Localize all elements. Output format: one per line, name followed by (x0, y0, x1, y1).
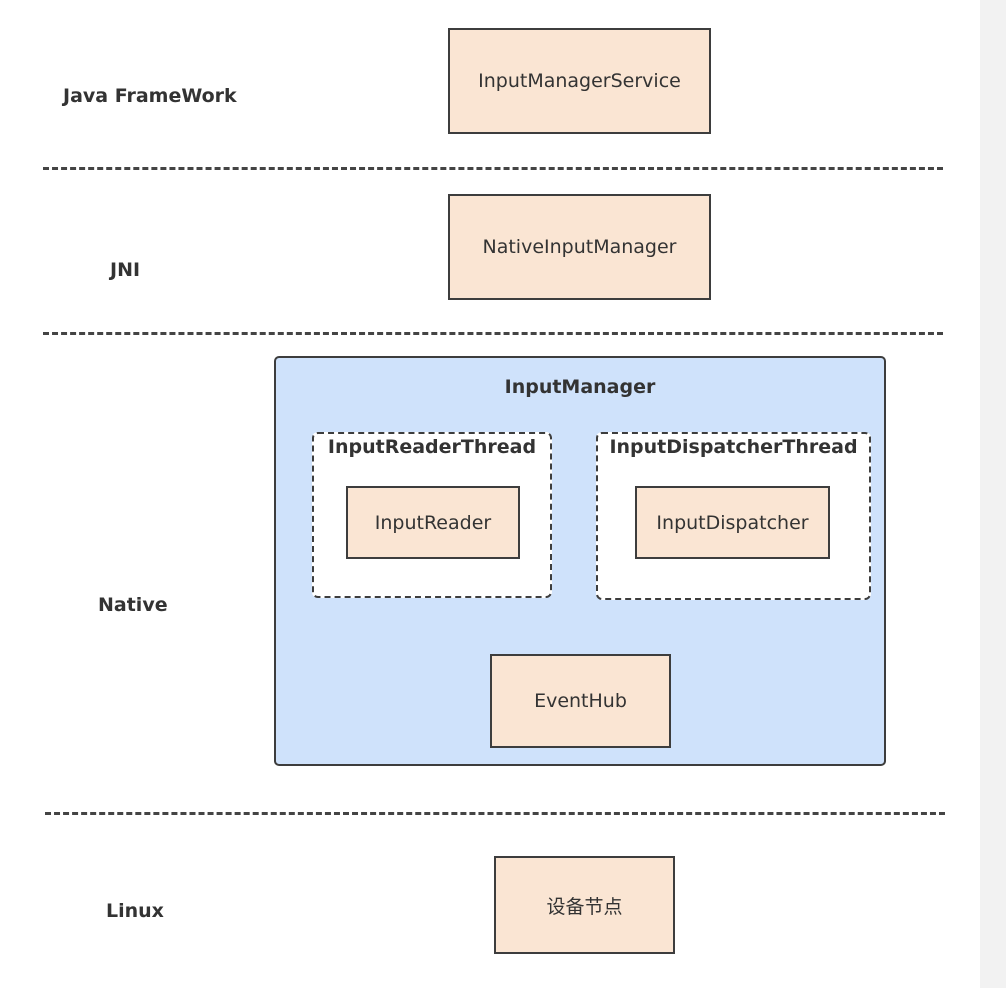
input-manager-service-box: InputManagerService (448, 28, 711, 134)
page-edge-strip (980, 0, 1006, 988)
layer-label-java-framework: Java FrameWork (63, 85, 237, 107)
event-hub-label: EventHub (534, 690, 627, 712)
native-input-manager-box: NativeInputManager (448, 194, 711, 300)
event-hub-box: EventHub (490, 654, 671, 748)
input-dispatcher-thread-title: InputDispatcherThread (609, 436, 858, 458)
input-dispatcher-thread-container: InputDispatcherThread InputDispatcher (596, 432, 871, 600)
input-manager-group: InputManager InputReaderThread InputRead… (274, 356, 886, 766)
input-manager-service-label: InputManagerService (478, 70, 681, 92)
device-node-box: 设备节点 (494, 856, 675, 954)
device-node-label: 设备节点 (546, 895, 623, 918)
input-reader-label: InputReader (374, 511, 492, 534)
layer-label-native: Native (98, 594, 168, 616)
input-reader-box: InputReader (346, 486, 520, 559)
input-manager-title: InputManager (504, 376, 656, 398)
input-reader-thread-title: InputReaderThread (327, 436, 537, 458)
native-input-manager-label: NativeInputManager (482, 236, 677, 258)
input-dispatcher-label: InputDispatcher (656, 511, 809, 534)
layer-divider-java-jni (43, 167, 943, 170)
input-dispatcher-box: InputDispatcher (635, 486, 830, 559)
layer-label-jni: JNI (110, 259, 141, 281)
input-reader-thread-container: InputReaderThread InputReader (312, 432, 552, 598)
layer-divider-native-linux (45, 812, 945, 815)
layer-label-linux: Linux (106, 900, 164, 922)
layer-divider-jni-native (43, 332, 943, 335)
